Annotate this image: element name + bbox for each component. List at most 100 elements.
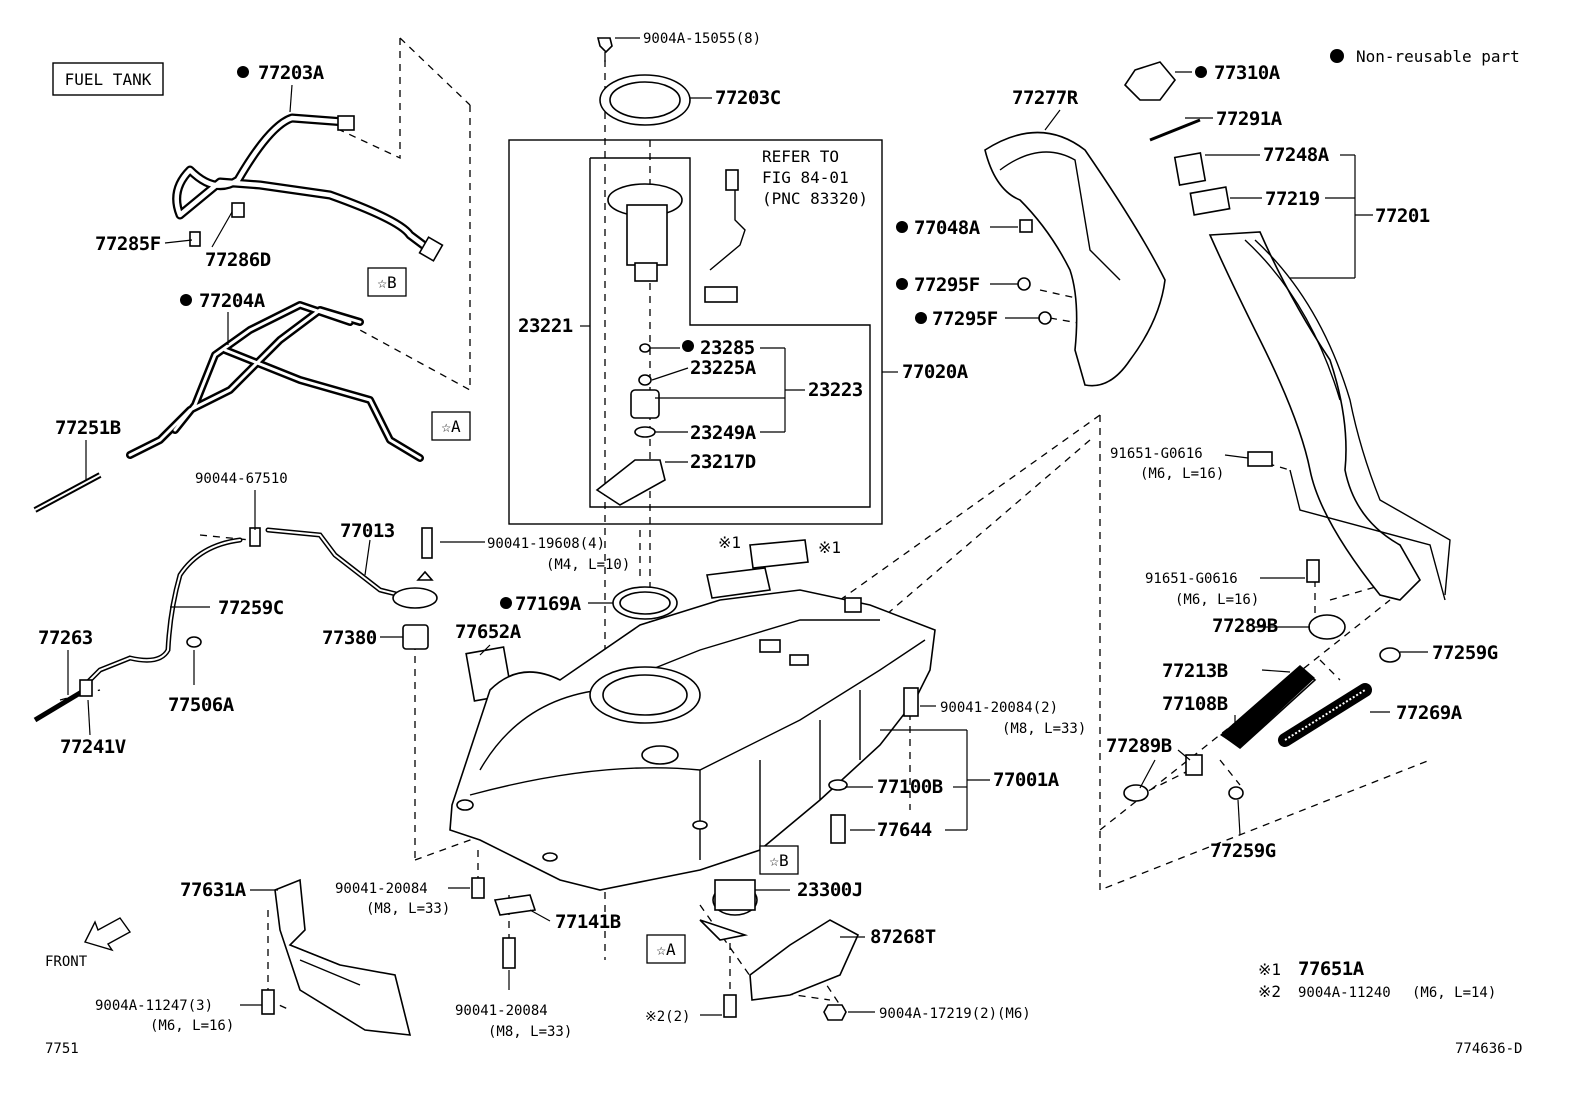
note2-mark: ※2	[1258, 982, 1281, 1001]
filler-hoses	[1123, 451, 1401, 802]
fuel-filter-23300J	[699, 879, 758, 941]
page-code-right: 774636-D	[1455, 1041, 1522, 1057]
label-77263: 77263	[38, 627, 93, 649]
label-77219: 77219	[1265, 188, 1320, 210]
label-90041-20084-a: 90041-20084(2)	[940, 700, 1058, 716]
label-77001A: 77001A	[993, 769, 1060, 791]
spec-90041-20084-c: (M8, L=33)	[488, 1024, 572, 1040]
label-77251B: 77251B	[55, 417, 121, 439]
label-77506A: 77506A	[168, 694, 235, 716]
label-9004A-11247: 9004A-11247(3)	[95, 998, 213, 1014]
label-77631A: 77631A	[180, 879, 247, 901]
front-arrow-icon	[84, 917, 132, 952]
label-9004A-15055: 9004A-15055(8)	[643, 31, 761, 47]
note1-mark: ※1	[1258, 960, 1281, 979]
filler-neck-77201	[1123, 61, 1451, 601]
sender-gauge-77013	[392, 527, 438, 650]
spec-91651-G0616-2: (M6, L=16)	[1175, 592, 1259, 608]
marker-b-top: ☆B	[377, 273, 396, 292]
spec-91651-G0616-1: (M6, L=16)	[1140, 466, 1224, 482]
label-77020A: 77020A	[902, 361, 969, 383]
label-77213B: 77213B	[1162, 660, 1228, 682]
refer-line2: FIG 84-01	[762, 168, 849, 187]
label-77259G-1: 77259G	[1432, 642, 1498, 664]
marker-x1-a: ※1	[718, 533, 741, 552]
label-23217D: 23217D	[690, 451, 756, 473]
fuel-tube-77204A	[126, 301, 424, 462]
fuel-pump-parts	[595, 37, 746, 620]
part-labels: 77203A 77285F 77286D 77204A 77251B 90044…	[38, 31, 1498, 1040]
label-77203A: 77203A	[258, 62, 325, 84]
refer-line3: (PNC 83320)	[762, 189, 868, 208]
label-77644: 77644	[877, 819, 932, 841]
label-77380: 77380	[322, 627, 377, 649]
label-77286D: 77286D	[205, 249, 271, 271]
label-23225A: 23225A	[690, 357, 757, 379]
label-23223: 23223	[808, 379, 863, 401]
refer-line1: REFER TO	[762, 147, 839, 166]
note2-part: 9004A-11240	[1298, 985, 1391, 1001]
label-77289B-2: 77289B	[1106, 735, 1172, 757]
label-77269A: 77269A	[1396, 702, 1463, 724]
label-91651-G0616-2: 91651-G0616	[1145, 571, 1238, 587]
marker-a-top: ☆A	[441, 417, 461, 436]
label-77108B: 77108B	[1162, 693, 1228, 715]
label-77204A: 77204A	[199, 290, 266, 312]
front-label: FRONT	[45, 954, 88, 970]
vent-tube-77259C	[33, 527, 403, 723]
label-87268T: 87268T	[870, 926, 936, 948]
label-77241V: 77241V	[60, 736, 126, 758]
page-code-left: 7751	[45, 1041, 79, 1057]
label-77100B: 77100B	[877, 776, 943, 798]
legend-non-reusable: Non-reusable part	[1356, 47, 1520, 66]
label-90041-20084-c: 90041-20084	[455, 1003, 548, 1019]
label-77048A: 77048A	[914, 217, 981, 239]
fasteners	[261, 687, 919, 1021]
label-90041-20084-b: 90041-20084	[335, 881, 428, 897]
marker-x2: ※2(2)	[645, 1009, 690, 1025]
fuel-tank-77001A	[449, 589, 936, 891]
label-9004A-17219: 9004A-17219(2)(M6)	[879, 1006, 1031, 1022]
label-23300J: 23300J	[797, 879, 863, 901]
label-77203C: 77203C	[715, 87, 781, 109]
label-77295F-1: 77295F	[914, 274, 980, 296]
label-91651-G0616-1: 91651-G0616	[1110, 446, 1203, 462]
non-reusable-bullet-icon	[1330, 49, 1344, 63]
label-23221: 23221	[518, 315, 573, 337]
breather-tube-77251B	[33, 472, 102, 513]
spec-90041-20084-b: (M8, L=33)	[366, 901, 450, 917]
label-77289B-1: 77289B	[1212, 615, 1278, 637]
label-77295F-2: 77295F	[932, 308, 998, 330]
label-77248A: 77248A	[1263, 144, 1330, 166]
label-77201: 77201	[1375, 205, 1430, 227]
label-77013: 77013	[340, 520, 395, 542]
label-23249A: 23249A	[690, 422, 757, 444]
label-90044-67510: 90044-67510	[195, 471, 288, 487]
label-77259G-2: 77259G	[1210, 840, 1276, 862]
marker-a-bottom: ☆A	[656, 940, 676, 959]
label-90041-19608: 90041-19608(4)	[487, 536, 605, 552]
label-77652A: 77652A	[455, 621, 522, 643]
diagram-title: FUEL TANK	[65, 70, 152, 89]
label-23285: 23285	[700, 337, 755, 359]
footnotes: ※1 77651A ※2 9004A-11240 (M6, L=14)	[1258, 958, 1496, 1001]
spec-90041-19608: (M4, L=10)	[546, 557, 630, 573]
filler-protector-77277R	[984, 131, 1166, 387]
heat-shields	[274, 878, 860, 1036]
label-77277R: 77277R	[1012, 87, 1079, 109]
note2-spec: (M6, L=14)	[1412, 985, 1496, 1001]
label-77259C: 77259C	[218, 597, 284, 619]
fuel-pump-detail-box	[508, 139, 883, 525]
marker-b-bottom: ☆B	[769, 851, 788, 870]
label-77310A: 77310A	[1214, 62, 1281, 84]
label-77169A: 77169A	[515, 593, 582, 615]
marker-x1-b: ※1	[818, 538, 841, 557]
label-77291A: 77291A	[1216, 108, 1283, 130]
label-77285F: 77285F	[95, 233, 161, 255]
spec-90041-20084-a: (M8, L=33)	[1002, 721, 1086, 737]
fuel-tube-77203A	[172, 113, 444, 262]
note1-part: 77651A	[1298, 958, 1365, 980]
title-box: FUEL TANK	[52, 62, 164, 96]
non-reusable-bullets	[180, 66, 1207, 609]
